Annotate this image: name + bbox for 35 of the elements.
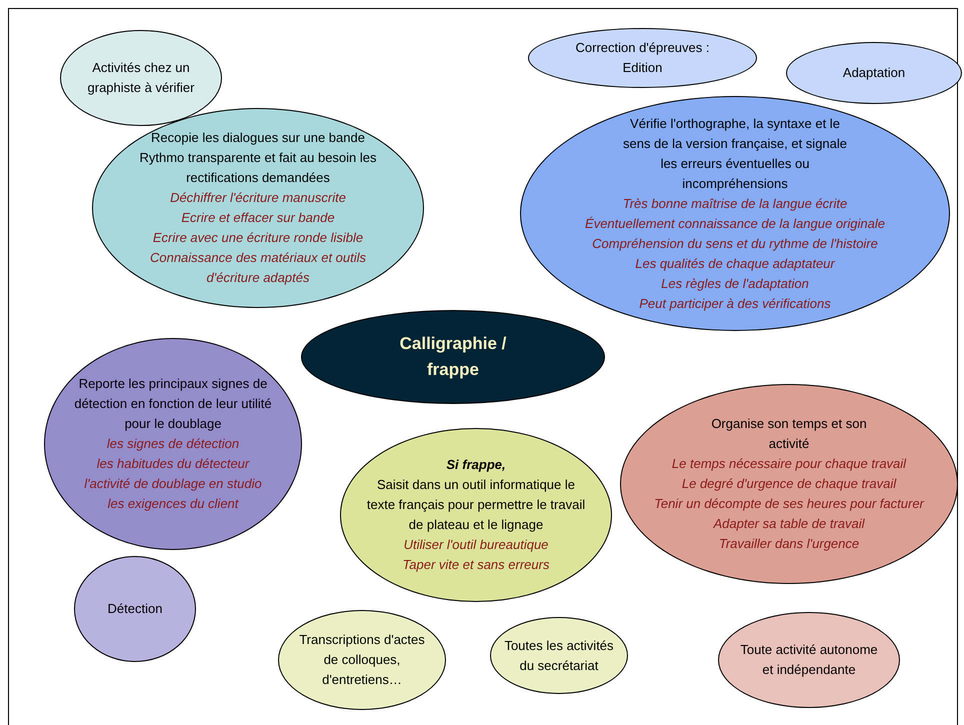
node-text: Toute activité autonome et indépendante <box>739 641 879 679</box>
skill-item: Connaissance des matériaux et outils d'écriture adaptés <box>148 249 368 287</box>
node-heading: Si frappe, <box>446 456 506 474</box>
skill-item: Très bonne maîtrise de la langue écrite <box>622 194 848 213</box>
skill-item: Adapter sa table de travail <box>713 515 865 533</box>
skill-item: Déchiffrer l'écriture manuscrite <box>170 189 346 207</box>
skill-item: l'activité de doublage en studio <box>84 475 262 493</box>
skill-item: Ecrire avec une écriture ronde lisible <box>152 229 364 247</box>
skill-item: Taper vite et sans erreurs <box>402 556 550 574</box>
skill-item: Travailler dans l'urgence <box>718 535 860 553</box>
skill-item: Tenir un décompte de ses heures pour facturer <box>654 495 924 513</box>
skill-item: les signes de détection <box>106 435 240 453</box>
skill-item: Le temps nécessaire pour chaque travail <box>672 455 906 473</box>
node-text: Transcriptions d'actes de colloques, d'entretiens… <box>298 631 426 689</box>
skill-item: Ecrire et effacer sur bande <box>181 209 335 227</box>
skill-item: les habitudes du détecteur <box>96 455 250 473</box>
skill-item: Le degré d'urgence de chaque travail <box>682 475 896 493</box>
skill-item: Éventuellement connaissance de la langue originale <box>585 214 885 233</box>
skill-item: Les qualités de chaque adaptateur <box>635 254 835 273</box>
skill-item: Peut participer à des vérifications <box>639 294 831 313</box>
skill-item: les exigences du client <box>108 495 238 513</box>
node-text: Détection <box>108 600 162 618</box>
node-text: Recopie les dialogues sur une bande Rythmo transparente et fait au besoin les rectifications demandées <box>138 129 378 187</box>
node-text: Saisit dans un outil informatique le texte français pour permettre le travail de plateau et le lignage <box>366 476 586 534</box>
node-text: Toutes les activités du secrétariat <box>503 636 615 674</box>
skill-item: Compréhension du sens et du rythme de l'histoire <box>592 234 878 253</box>
node-text: Adaptation <box>842 64 906 82</box>
skill-item: Les règles de l'adaptation <box>661 274 809 293</box>
node-text: Activités chez un graphiste à vérifier <box>86 59 196 97</box>
node-text: Organise son temps et son activité <box>710 415 868 453</box>
node-text: Vérifie l'orthographe, la syntaxe et le sens de la version française, et signale les erreurs éventuelles ou incompréhensions <box>622 114 848 193</box>
skill-item: Utiliser l'outil bureautique <box>404 536 548 554</box>
node-text: Reporte les principaux signes de détection en fonction de leur utilité pour le doublage <box>73 375 273 433</box>
node-text: Correction d'épreuves : Edition <box>574 39 710 77</box>
central-title: Calligraphie / frappe <box>398 333 508 381</box>
